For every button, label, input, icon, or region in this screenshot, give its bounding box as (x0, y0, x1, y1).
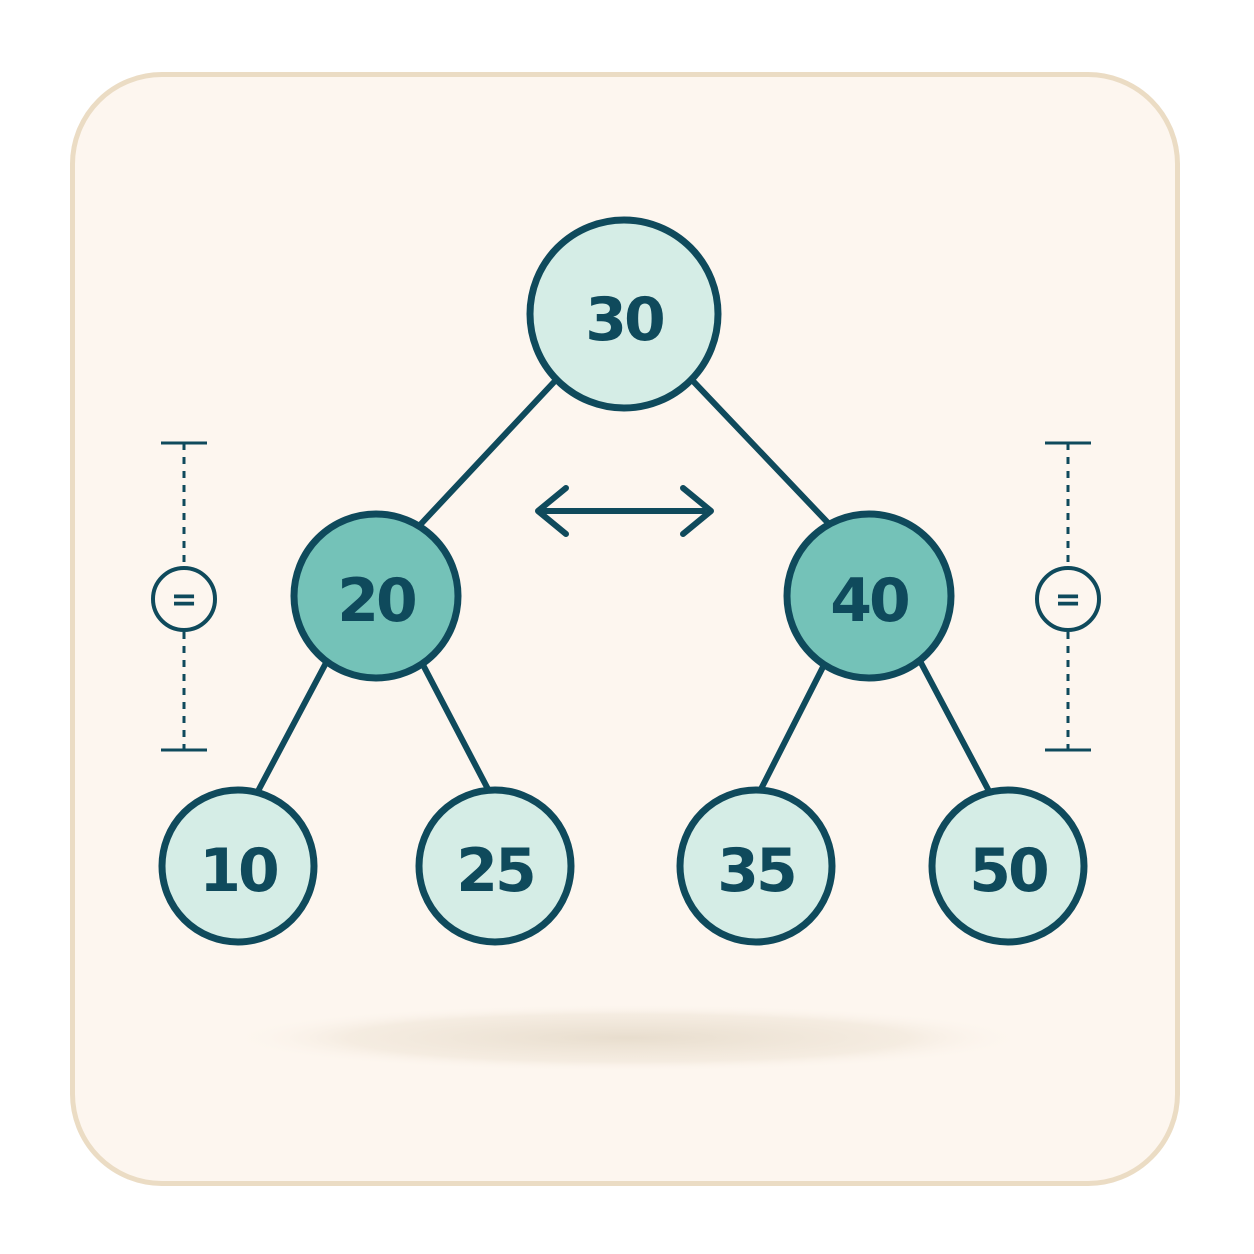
edge-30-40 (690, 378, 833, 528)
node-label-20: 20 (337, 566, 415, 636)
tree-edges (254, 378, 993, 796)
tree-node-35: 35 (676, 786, 836, 946)
edge-20-25 (418, 658, 493, 796)
node-label-30: 30 (585, 285, 663, 355)
tree-node-10: 10 (158, 786, 318, 946)
node-label-35: 35 (717, 836, 795, 906)
node-circle-20 (290, 510, 462, 682)
left-equal-badge (151, 566, 217, 632)
edge-20-10 (254, 658, 330, 796)
tree-node-30: 30 (526, 216, 722, 412)
floor-shadow (228, 1004, 1028, 1072)
tree-node-20: 20 (290, 510, 462, 682)
node-circle-40 (783, 510, 955, 682)
node-label-40: 40 (830, 566, 908, 636)
left-balance-marker (151, 441, 217, 752)
tree-node-40: 40 (783, 510, 955, 682)
double-arrow-icon (535, 485, 714, 537)
node-label-25: 25 (456, 836, 534, 906)
left-equal-icon: = (171, 580, 198, 618)
right-equal-icon: = (1055, 580, 1082, 618)
node-circle-35 (676, 786, 836, 946)
node-label-10: 10 (199, 836, 277, 906)
tree-node-25: 25 (415, 786, 575, 946)
node-label-50: 50 (969, 836, 1047, 906)
right-balance-marker (1035, 441, 1101, 752)
node-circle-30 (526, 216, 722, 412)
right-equal-badge (1035, 566, 1101, 632)
edge-40-35 (756, 658, 829, 796)
node-circle-25 (415, 786, 575, 946)
node-circle-10 (158, 786, 318, 946)
edge-30-20 (417, 378, 558, 528)
edge-40-50 (917, 658, 993, 796)
node-circle-50 (928, 786, 1088, 946)
tree-node-50: 50 (928, 786, 1088, 946)
